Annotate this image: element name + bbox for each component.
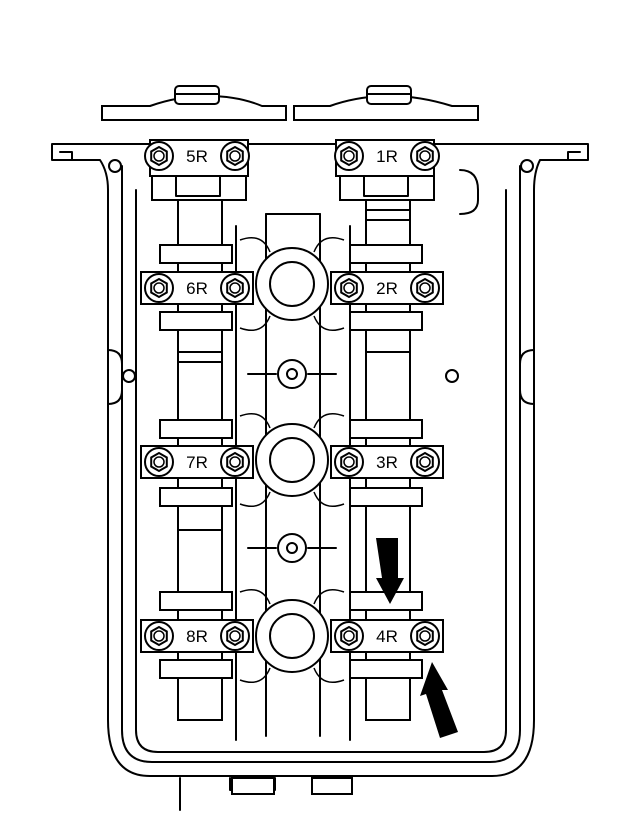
bearing-cap-4R: 4R (330, 619, 444, 653)
bolt-icon (220, 273, 250, 303)
cap-label: 3R (376, 453, 398, 472)
bolt-icon (144, 621, 174, 651)
bolt-icon (334, 141, 364, 171)
arrow-markers (376, 538, 458, 738)
spark-plug-wells (235, 213, 351, 741)
bolt-icon (220, 141, 250, 171)
up-arrow (420, 662, 458, 738)
bearing-caps: 5R 1R 6R 2R 7R 3R 8R 4R (140, 141, 444, 653)
bearing-cap-2R: 2R (330, 271, 444, 305)
bolt-icon (334, 621, 364, 651)
bearing-cap-6R: 6R (140, 271, 254, 305)
bolt-icon (220, 447, 250, 477)
bearing-cap-1R: 1R (334, 141, 440, 171)
bolt-icon (410, 141, 440, 171)
bearing-cap-3R: 3R (330, 445, 444, 479)
bolt-icon (144, 447, 174, 477)
bearing-cap-5R: 5R (144, 141, 250, 171)
cap-label: 4R (376, 627, 398, 646)
bolt-icon (334, 273, 364, 303)
down-arrow (376, 538, 404, 604)
bearing-cap-8R: 8R (140, 619, 254, 653)
sprocket-plates (101, 85, 479, 121)
cap-label: 1R (376, 147, 398, 166)
cap-label: 7R (186, 453, 208, 472)
cap-label: 8R (186, 627, 208, 646)
bolt-icon (410, 447, 440, 477)
bolt-icon (220, 621, 250, 651)
bearing-cap-7R: 7R (140, 445, 254, 479)
bolt-icon (410, 621, 440, 651)
bolt-icon (334, 447, 364, 477)
bolt-icon (144, 141, 174, 171)
bolt-icon (410, 273, 440, 303)
cylinder-head-outline (51, 143, 589, 811)
bolt-icon (144, 273, 174, 303)
cap-label: 6R (186, 279, 208, 298)
cap-label: 5R (186, 147, 208, 166)
cap-label: 2R (376, 279, 398, 298)
